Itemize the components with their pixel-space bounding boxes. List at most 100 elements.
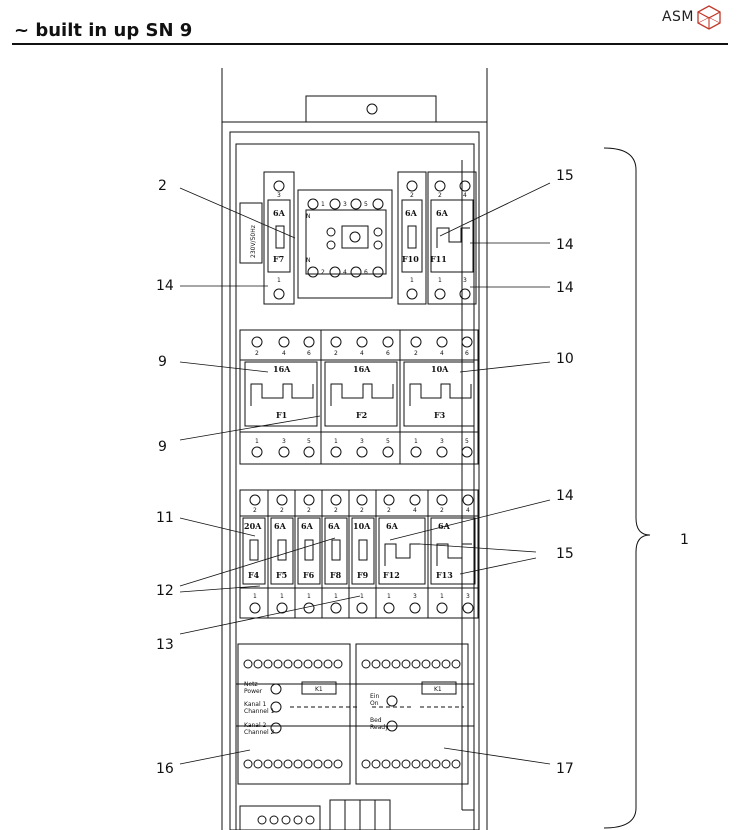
relay-a-top-screw — [253, 659, 263, 669]
row3-bottom-terminal-screw — [276, 602, 288, 614]
row2-top-terminal-number: 4 — [440, 350, 444, 357]
fuse-f6-rating: 6A — [301, 521, 314, 531]
relay-b-line2: On — [370, 700, 379, 707]
row3-top-terminal-screw — [462, 494, 474, 506]
fuse-f7-bottom-terminal: 1 — [277, 277, 281, 284]
relay-a-bottom-screw — [323, 759, 333, 769]
relay-a-top-screw — [283, 659, 293, 669]
relay-b-top-screw — [361, 659, 371, 669]
callout-14: 14 — [156, 278, 174, 294]
row3-top-terminal-number: 2 — [360, 507, 364, 514]
relay-b-top-screw — [381, 659, 391, 669]
fuse-f8-rating: 6A — [328, 521, 341, 531]
header-divider — [12, 43, 728, 45]
row2-top-terminal-screw — [330, 336, 342, 348]
row3-top-terminal-number: 2 — [387, 507, 391, 514]
row2-top-terminal-screw — [303, 336, 315, 348]
fuse-f11-top-terminal-a: 2 — [438, 192, 442, 199]
row3-bottom-terminal-screw — [356, 602, 368, 614]
relay-a-top-screw — [293, 659, 303, 669]
row3-bottom-terminal-number: 1 — [334, 593, 338, 600]
row3-top-terminal-number: 2 — [280, 507, 284, 514]
fuse-f13-name: F13 — [436, 570, 453, 580]
fuse-f8-name: F8 — [330, 570, 342, 580]
relay-a-top-screw — [323, 659, 333, 669]
callout-15: 15 — [556, 168, 574, 184]
relay-b-bottom-screw — [451, 759, 461, 769]
fuse-f10-top-terminal: 2 — [410, 192, 414, 199]
row3-top-terminal-screw — [330, 494, 342, 506]
row2-bottom-terminal-screw — [436, 446, 448, 458]
relay-a-bottom-screw — [293, 759, 303, 769]
fuse-f11-rating: 6A — [436, 208, 449, 218]
bottom-terminal-screw — [269, 815, 279, 825]
row3-top-terminal-screw — [436, 494, 448, 506]
row2-bottom-terminal-number: 3 — [282, 438, 286, 445]
relay-a-line5: Kanal 2 — [244, 722, 267, 729]
relay-a-bottom-screw — [313, 759, 323, 769]
fuse-f7-top-terminal: 3 — [277, 192, 281, 199]
callout-16: 16 — [156, 761, 174, 777]
relay-a-bottom-screw — [243, 759, 253, 769]
relay-b-k: K1 — [434, 686, 442, 693]
callout-1: 1 — [680, 532, 689, 548]
relay-b-top-screw — [431, 659, 441, 669]
relay-b-top-screw — [371, 659, 381, 669]
relay-b-top-screw — [411, 659, 421, 669]
fuse-f10-name: F10 — [402, 254, 419, 264]
switch-t5: 5 — [364, 201, 368, 208]
row3-top-terminal-screw — [303, 494, 315, 506]
fuse-f9-name: F9 — [357, 570, 369, 580]
row3-bottom-terminal-number: 1 — [280, 593, 284, 600]
relay-b-bottom-screw — [381, 759, 391, 769]
callout-15: 15 — [556, 546, 574, 562]
row3-bottom-terminal-number: 1 — [387, 593, 391, 600]
relay-b-top-screw — [401, 659, 411, 669]
relay-a-top-screw — [263, 659, 273, 669]
row3-top-terminal-screw — [249, 494, 261, 506]
relay-a-top-screw — [273, 659, 283, 669]
bottom-terminal-screw — [305, 815, 315, 825]
relay-a-top-screw — [303, 659, 313, 669]
relay-b-top-screw — [391, 659, 401, 669]
fuse-f13-rating: 6A — [438, 521, 451, 531]
relay-a-bottom-screw — [273, 759, 283, 769]
row3-bottom-terminal-screw — [303, 602, 315, 614]
row2-top-terminal-screw — [461, 336, 473, 348]
row2-bottom-terminal-screw — [382, 446, 394, 458]
relay-b-line4: Ready — [370, 724, 389, 731]
breaker-f2-name: F2 — [356, 410, 367, 420]
relay-b-bottom-screw — [401, 759, 411, 769]
fuse-f5-name: F5 — [276, 570, 287, 580]
relay-b-top-screw — [451, 659, 461, 669]
row3-top-terminal-screw — [276, 494, 288, 506]
switch-t2: 2 — [321, 269, 325, 276]
row2-bottom-terminal-number: 1 — [255, 438, 259, 445]
fuse-f10-rating: 6A — [405, 208, 418, 218]
row3-top-terminal-screw — [356, 494, 368, 506]
fuse-f6-name: F6 — [303, 570, 315, 580]
relay-a-line4: Channel 1 — [244, 708, 275, 715]
fuse-f7-name: F7 — [273, 254, 284, 264]
switch-t6: 6 — [364, 269, 368, 276]
brand-name: ASM — [661, 9, 694, 25]
row2-bottom-terminal-number: 3 — [360, 438, 364, 445]
relay-b-bottom-screw — [391, 759, 401, 769]
fuse-f12-name: F12 — [383, 570, 400, 580]
row2-bottom-terminal-screw — [330, 446, 342, 458]
row3-bottom-terminal-number: 1 — [253, 593, 257, 600]
relay-a-top-screw — [243, 659, 253, 669]
callout-2: 2 — [158, 178, 167, 194]
fuse-f11-bottom-terminal-b: 3 — [463, 277, 467, 284]
row2-top-terminal-screw — [356, 336, 368, 348]
row2-top-terminal-screw — [410, 336, 422, 348]
switch-t4: 4 — [343, 269, 347, 276]
fuse-f11-name: F11 — [430, 254, 447, 264]
row3-top-terminal-number: 2 — [253, 507, 257, 514]
row2-bottom-terminal-screw — [410, 446, 422, 458]
relay-a-line1: Netz — [244, 681, 258, 688]
row3-bottom-terminal-screw — [330, 602, 342, 614]
relay-a-line6: Channel 2 — [244, 729, 275, 736]
row2-top-terminal-screw — [436, 336, 448, 348]
